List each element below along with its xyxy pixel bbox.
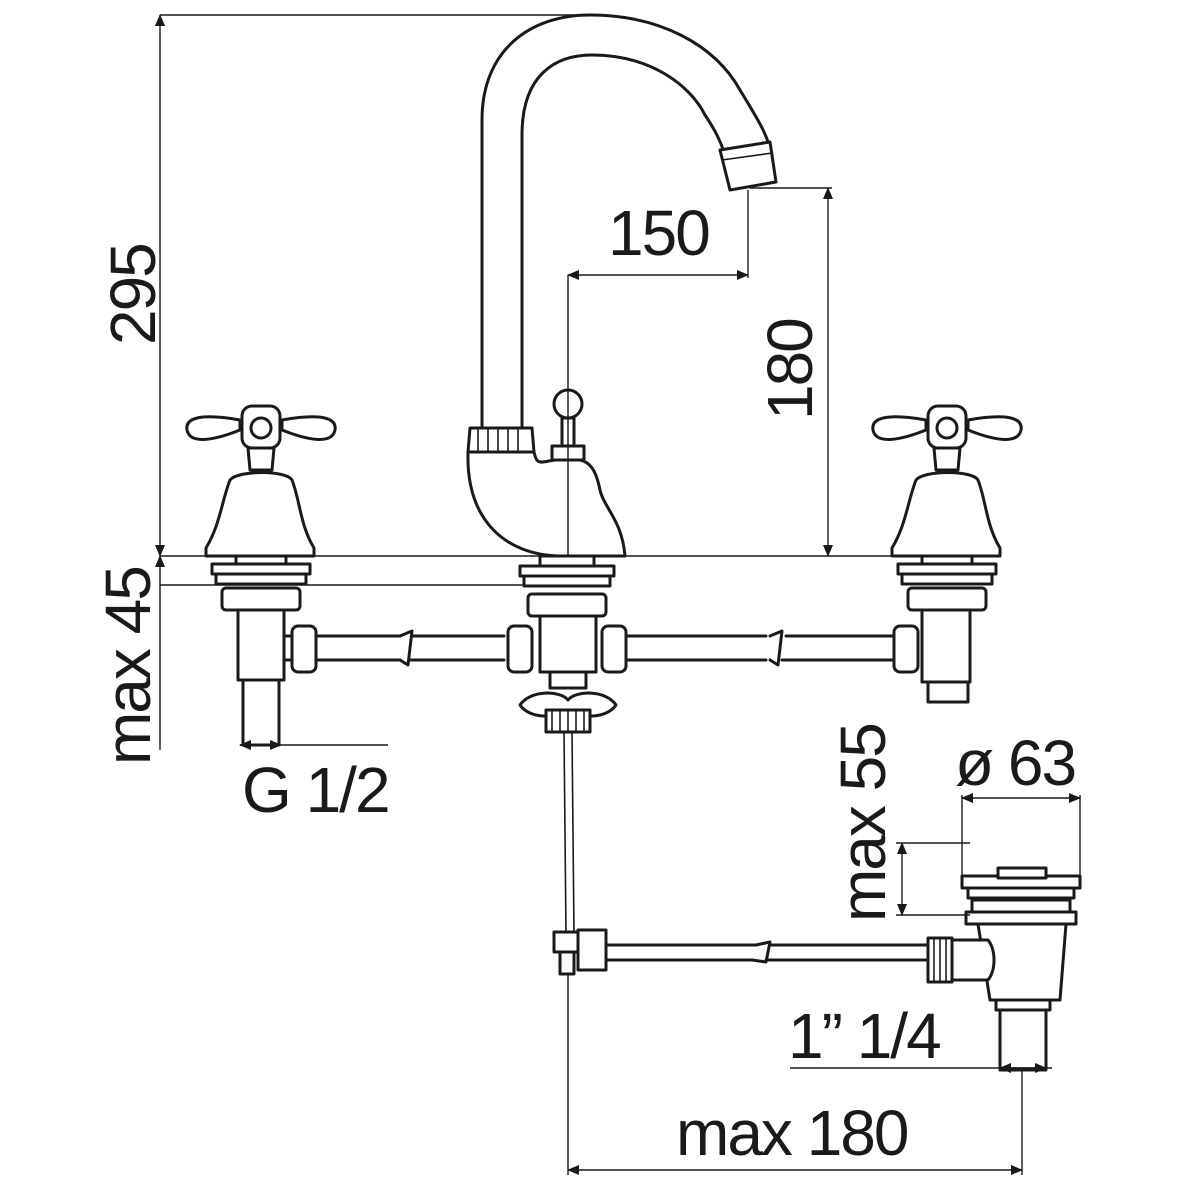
left-hose xyxy=(282,624,534,674)
right-cross-handle[interactable] xyxy=(871,404,1023,558)
dim-180-label: 180 xyxy=(754,319,826,420)
right-valve-body xyxy=(896,554,998,704)
spout-body xyxy=(466,388,627,558)
waste-assembly xyxy=(926,866,1082,1072)
dim-max45-label: max 45 xyxy=(92,567,164,765)
dim-114-label: 1” 1/4 xyxy=(788,1000,940,1072)
dim-d63-label: ø 63 xyxy=(955,727,1075,799)
center-mounting xyxy=(518,554,618,734)
spout xyxy=(466,13,778,454)
dim-g12-label: G 1/2 xyxy=(242,754,389,826)
dim-max55-label: max 55 xyxy=(827,724,899,922)
left-cross-handle[interactable] xyxy=(185,404,337,558)
aerator xyxy=(718,140,778,192)
dim-150-label: 150 xyxy=(608,197,709,269)
right-hose xyxy=(600,624,920,674)
popup-rod xyxy=(552,731,934,976)
dim-295-label: 295 xyxy=(97,244,169,345)
left-valve-body xyxy=(210,554,312,747)
dim-max180-label: max 180 xyxy=(676,1097,908,1169)
